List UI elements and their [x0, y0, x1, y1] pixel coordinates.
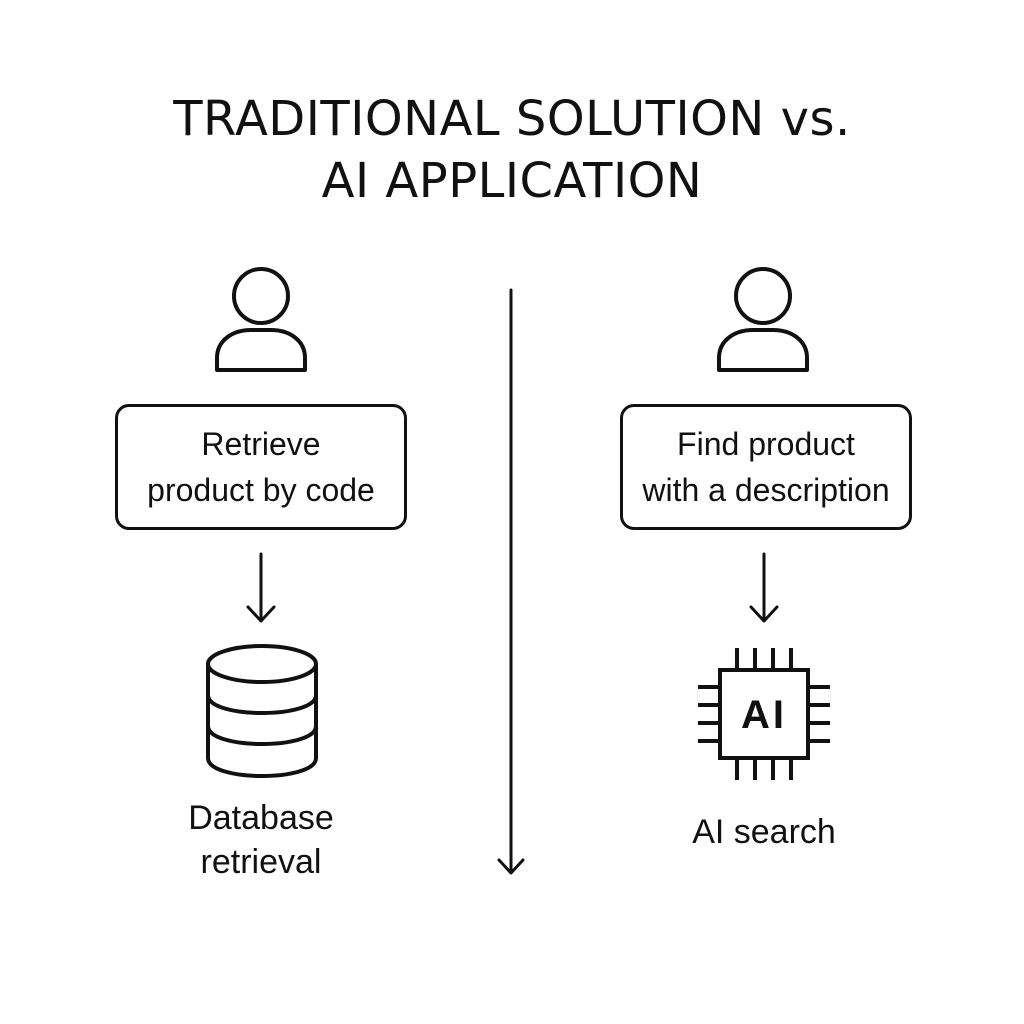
left-box-line-1: Retrieve — [201, 426, 321, 462]
ai-chip-icon: AI — [698, 648, 830, 780]
title-line-2: AI APPLICATION — [321, 153, 703, 209]
title-line-1: TRADITIONAL SOLUTION vs. — [173, 91, 851, 147]
ai-search-caption: AI search — [644, 810, 884, 854]
database-retrieval-caption: Database retrieval — [141, 796, 381, 884]
right-box-line-1: Find product — [677, 426, 855, 462]
left-caption-line-2: retrieval — [200, 843, 322, 881]
left-caption-line-1: Database — [188, 799, 334, 837]
find-by-description-box: Find product with a description — [620, 404, 912, 530]
divider-arrow — [497, 288, 525, 875]
left-box-line-2: product by code — [147, 472, 375, 508]
arrow-down-icon — [749, 552, 779, 623]
user-icon — [215, 267, 307, 372]
right-box-line-2: with a description — [642, 472, 890, 508]
database-icon — [206, 644, 318, 778]
retrieve-by-code-box: Retrieve product by code — [115, 404, 407, 530]
user-icon — [717, 267, 809, 372]
right-caption-line-1: AI search — [692, 813, 836, 851]
diagram-title: TRADITIONAL SOLUTION vs. AI APPLICATION — [0, 88, 1024, 212]
chip-label: AI — [741, 693, 787, 737]
arrow-down-icon — [246, 552, 276, 623]
